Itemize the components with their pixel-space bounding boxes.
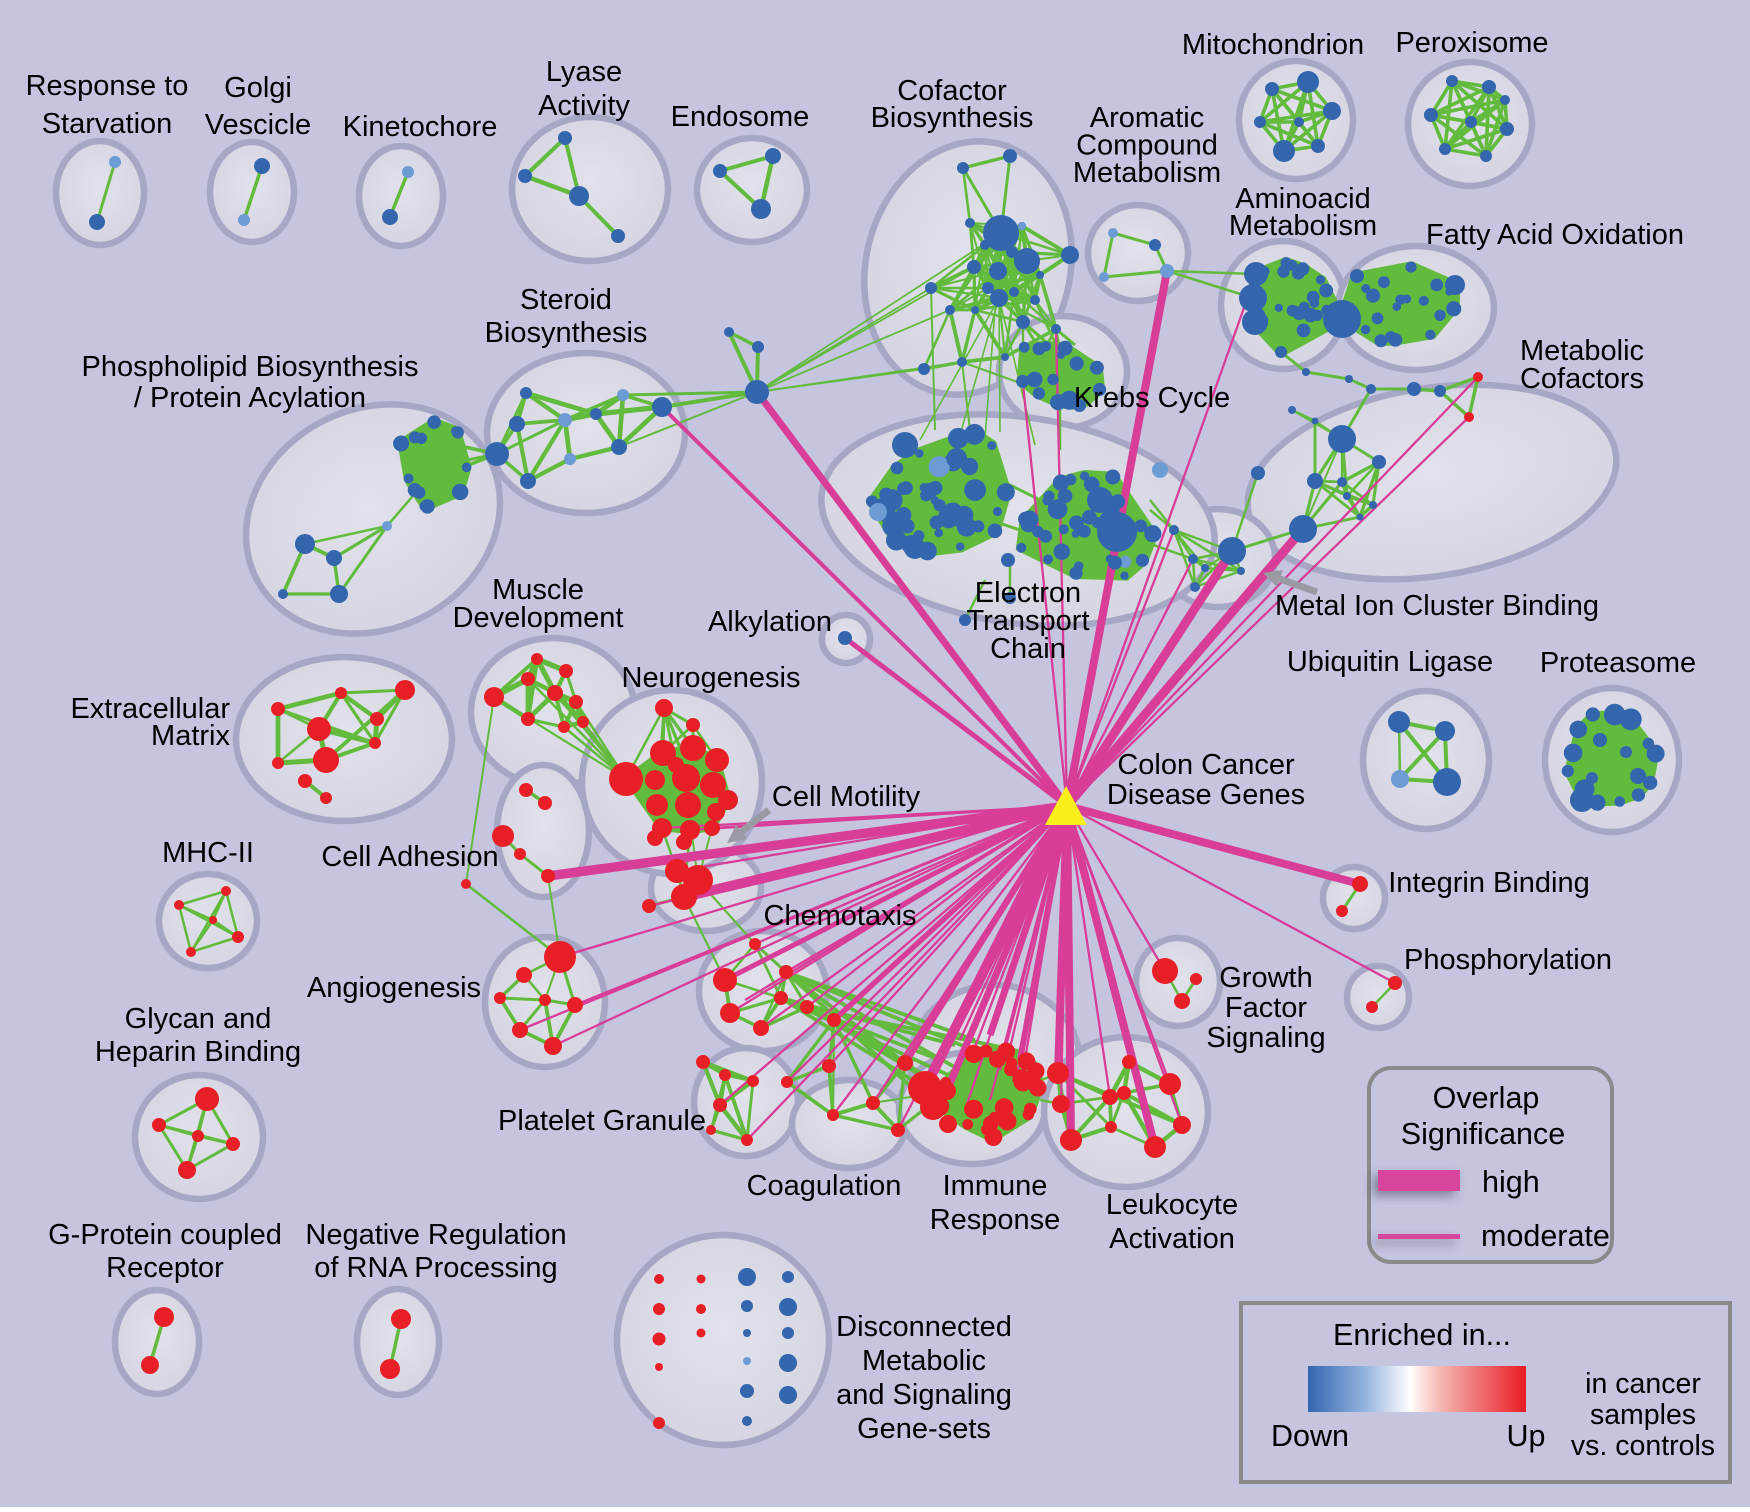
svg-text:MHC-II: MHC-II <box>162 837 254 869</box>
svg-text:Enriched in...: Enriched in... <box>1333 1318 1511 1352</box>
svg-text:Receptor: Receptor <box>106 1252 224 1284</box>
svg-text:Endosome: Endosome <box>671 101 810 133</box>
svg-text:Biosynthesis: Biosynthesis <box>871 102 1034 134</box>
svg-text:high: high <box>1482 1165 1540 1199</box>
svg-text:/ Protein Acylation: / Protein Acylation <box>134 382 366 414</box>
svg-text:Leukocyte: Leukocyte <box>1106 1189 1238 1221</box>
svg-text:Response to: Response to <box>26 70 189 102</box>
svg-text:Significance: Significance <box>1401 1117 1565 1151</box>
svg-text:Cell Adhesion: Cell Adhesion <box>321 841 498 873</box>
svg-text:Matrix: Matrix <box>151 720 230 752</box>
svg-text:Metabolic: Metabolic <box>862 1345 986 1377</box>
svg-text:Platelet Granule: Platelet Granule <box>498 1105 706 1137</box>
svg-text:Overlap: Overlap <box>1433 1081 1540 1115</box>
svg-text:Neurogenesis: Neurogenesis <box>622 662 801 694</box>
svg-text:Starvation: Starvation <box>42 108 173 140</box>
svg-text:Activity: Activity <box>538 90 630 122</box>
svg-text:Lyase: Lyase <box>546 56 622 88</box>
svg-text:Krebs Cycle: Krebs Cycle <box>1074 382 1230 414</box>
svg-text:Angiogenesis: Angiogenesis <box>307 972 481 1004</box>
svg-text:Growth: Growth <box>1219 962 1312 994</box>
svg-text:Biosynthesis: Biosynthesis <box>485 317 648 349</box>
svg-text:Disconnected: Disconnected <box>836 1311 1012 1343</box>
svg-text:Alkylation: Alkylation <box>708 606 832 638</box>
svg-text:Up: Up <box>1507 1419 1546 1453</box>
svg-text:Response: Response <box>930 1204 1061 1236</box>
svg-text:Activation: Activation <box>1109 1223 1235 1255</box>
svg-text:Coagulation: Coagulation <box>747 1170 902 1202</box>
svg-text:Peroxisome: Peroxisome <box>1395 27 1548 59</box>
svg-text:Signaling: Signaling <box>1206 1022 1325 1054</box>
svg-text:Chemotaxis: Chemotaxis <box>763 900 916 932</box>
svg-text:moderate: moderate <box>1481 1219 1610 1253</box>
svg-text:and Signaling: and Signaling <box>836 1379 1012 1411</box>
svg-text:Negative Regulation: Negative Regulation <box>305 1219 566 1251</box>
svg-text:Factor: Factor <box>1225 992 1308 1024</box>
svg-text:Proteasome: Proteasome <box>1540 647 1696 679</box>
svg-text:Immune: Immune <box>943 1170 1048 1202</box>
svg-text:in cancer: in cancer <box>1585 1368 1701 1400</box>
svg-text:Fatty Acid Oxidation: Fatty Acid Oxidation <box>1426 219 1684 251</box>
svg-text:Development: Development <box>453 602 624 634</box>
svg-text:Vescicle: Vescicle <box>205 109 311 141</box>
svg-text:Chain: Chain <box>990 633 1066 665</box>
svg-text:Mitochondrion: Mitochondrion <box>1182 29 1364 61</box>
svg-text:Down: Down <box>1271 1419 1349 1453</box>
svg-text:Integrin Binding: Integrin Binding <box>1388 867 1590 899</box>
svg-text:Colon Cancer: Colon Cancer <box>1117 749 1295 781</box>
svg-text:samples: samples <box>1590 1399 1696 1431</box>
svg-text:Disease Genes: Disease Genes <box>1107 779 1305 811</box>
svg-text:Golgi: Golgi <box>224 72 292 104</box>
svg-text:Metabolism: Metabolism <box>1073 157 1221 189</box>
svg-text:Metabolism: Metabolism <box>1229 210 1377 242</box>
svg-text:vs. controls: vs. controls <box>1571 1430 1715 1462</box>
svg-text:Gene-sets: Gene-sets <box>857 1413 991 1445</box>
svg-text:Glycan and: Glycan and <box>125 1003 272 1035</box>
svg-text:Phosphorylation: Phosphorylation <box>1404 944 1612 976</box>
svg-text:Kinetochore: Kinetochore <box>343 111 498 143</box>
svg-text:Steroid: Steroid <box>520 284 612 316</box>
svg-text:Ubiquitin Ligase: Ubiquitin Ligase <box>1287 646 1493 678</box>
svg-text:G-Protein coupled: G-Protein coupled <box>48 1219 282 1251</box>
svg-text:Heparin Binding: Heparin Binding <box>95 1036 301 1068</box>
svg-text:Cell Motility: Cell Motility <box>772 781 921 813</box>
svg-text:Metal Ion Cluster Binding: Metal Ion Cluster Binding <box>1275 590 1599 622</box>
svg-text:Cofactors: Cofactors <box>1520 363 1644 395</box>
svg-text:Phospholipid Biosynthesis: Phospholipid Biosynthesis <box>82 351 419 383</box>
svg-text:of RNA Processing: of RNA Processing <box>314 1252 557 1284</box>
